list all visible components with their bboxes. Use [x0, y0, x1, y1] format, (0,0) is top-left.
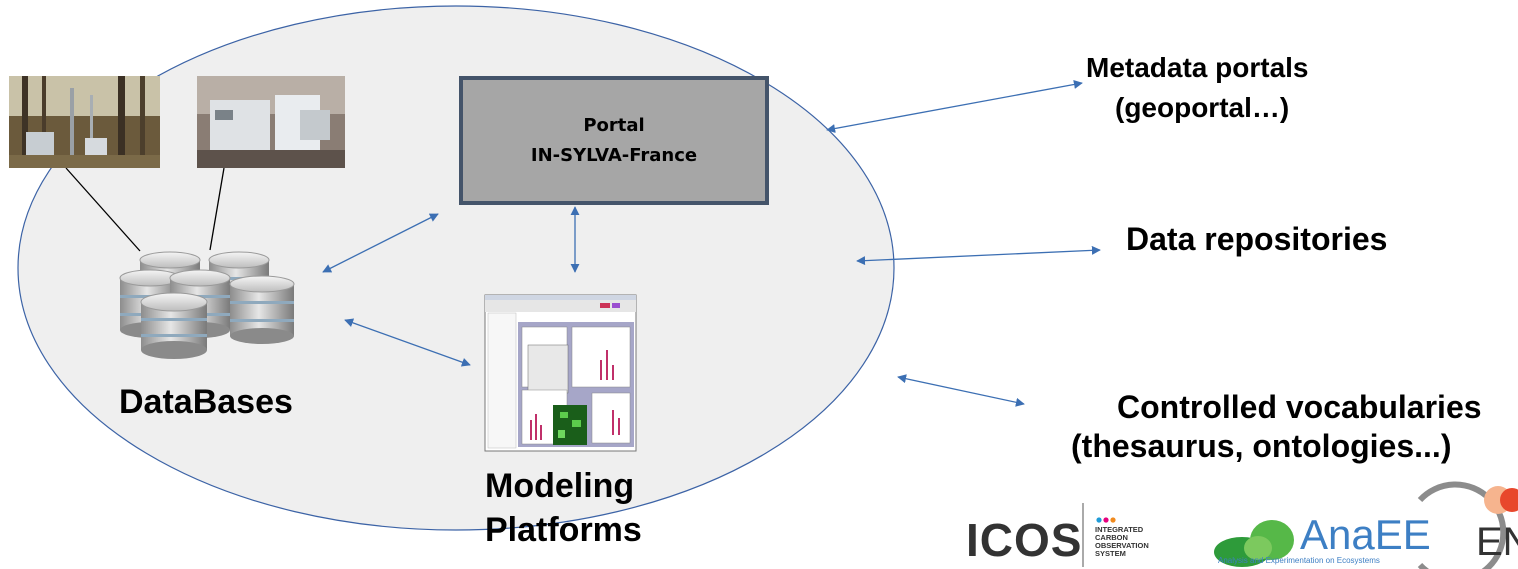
database-icon [119, 251, 295, 359]
anaee-wordmark: AnaEE [1300, 511, 1431, 558]
anaee-tagline: Analysis and Experimentation on Ecosyste… [1218, 556, 1380, 565]
arrow-metadata-portals [826, 80, 1083, 133]
controlled-vocabularies-label: Controlled vocabularies [1117, 389, 1482, 425]
portal-title: Portal [583, 114, 645, 136]
icos-tagline: INTEGRATED CARBON OBSERVATION SYSTEM [1095, 525, 1149, 558]
metadata-portals-sublabel: (geoportal…) [1115, 92, 1290, 123]
modeling-platform-screenshot [484, 294, 637, 452]
arrow-databases-portal [322, 213, 439, 273]
metadata-portals-label: Metadata portals [1086, 52, 1309, 83]
data-repositories-label: Data repositories [1126, 221, 1388, 257]
databases-label: DataBases [119, 383, 293, 421]
connector-line [65, 167, 141, 252]
connector-line [209, 167, 225, 251]
modeling-label-line1: Modeling [485, 467, 635, 505]
arrow-databases-modeling [344, 318, 471, 367]
portal-box[interactable]: Portal IN-SYLVA-France [459, 76, 769, 205]
anaee-logo [1214, 481, 1507, 569]
partner-logo-fragment [1484, 486, 1518, 514]
partner-logo-text: EN [1476, 520, 1518, 564]
arrow-data-repositories [856, 245, 1101, 266]
controlled-vocabularies-sublabel: (thesaurus, ontologies...) [1071, 428, 1452, 464]
icos-wordmark: ICOS [966, 514, 1083, 566]
forest-sensor-photo [9, 76, 160, 168]
arrow-controlled-vocabularies [897, 374, 1025, 407]
laboratory-photo [197, 76, 345, 168]
portal-name: IN-SYLVA-France [530, 144, 698, 166]
icos-logo [1082, 503, 1116, 567]
modeling-label-line2: Platforms [485, 511, 642, 549]
